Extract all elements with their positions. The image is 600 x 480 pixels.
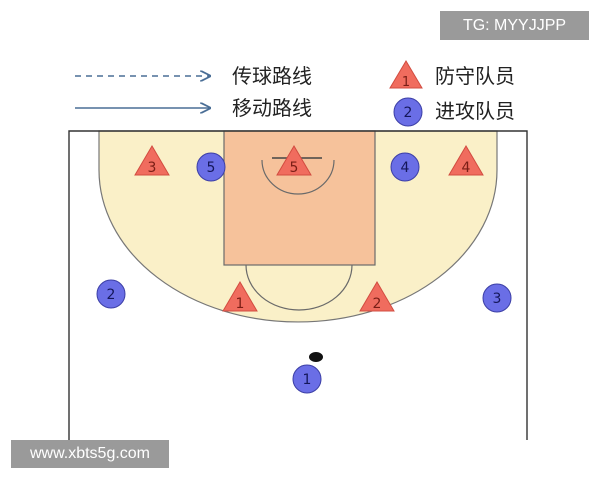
defender-number: 1 [236, 296, 245, 312]
watermark-top: TG: MYYJJPP [440, 11, 589, 40]
defender-1: 1 [222, 281, 258, 312]
attacker-1: 1 [292, 364, 322, 394]
defender-number: 3 [148, 160, 157, 176]
defender-3: 3 [134, 145, 170, 176]
legend-attacker-icon: 2 [393, 97, 423, 127]
legend-attacker-number: 2 [404, 105, 413, 121]
attacker-legend-label: 进攻队员 [435, 99, 515, 123]
attacker-3: 3 [482, 283, 512, 313]
paint-area [223, 130, 376, 266]
defender-2: 2 [359, 281, 395, 312]
defender-4: 4 [448, 145, 484, 176]
defender-number: 5 [290, 160, 299, 176]
free-throw-arc [245, 264, 353, 311]
court-boundary [68, 130, 528, 440]
attacker-number: 2 [107, 287, 116, 303]
attacker-number: 1 [303, 372, 312, 388]
legend-defender-icon: 1 [389, 60, 423, 90]
defender-legend-label: 防守队员 [435, 64, 515, 88]
attacker-5: 5 [196, 152, 226, 182]
attacker-2: 2 [96, 279, 126, 309]
attacker-number: 4 [401, 160, 410, 176]
watermark-bottom: www.xbts5g.com [11, 440, 169, 468]
ball [309, 352, 323, 362]
attacker-4: 4 [390, 152, 420, 182]
pass-route-label: 传球路线 [232, 64, 312, 88]
legend-defender-number: 1 [402, 75, 410, 90]
players-layer: 1 2 3 4 5 1 2 3 4 5 [96, 145, 512, 394]
defender-number: 4 [462, 160, 471, 176]
restricted-arc [261, 159, 335, 195]
defender-number: 2 [373, 296, 382, 312]
attacker-number: 3 [493, 291, 502, 307]
attacker-number: 5 [207, 160, 216, 176]
defender-5: 5 [276, 145, 312, 176]
move-route-label: 移动路线 [232, 96, 312, 120]
